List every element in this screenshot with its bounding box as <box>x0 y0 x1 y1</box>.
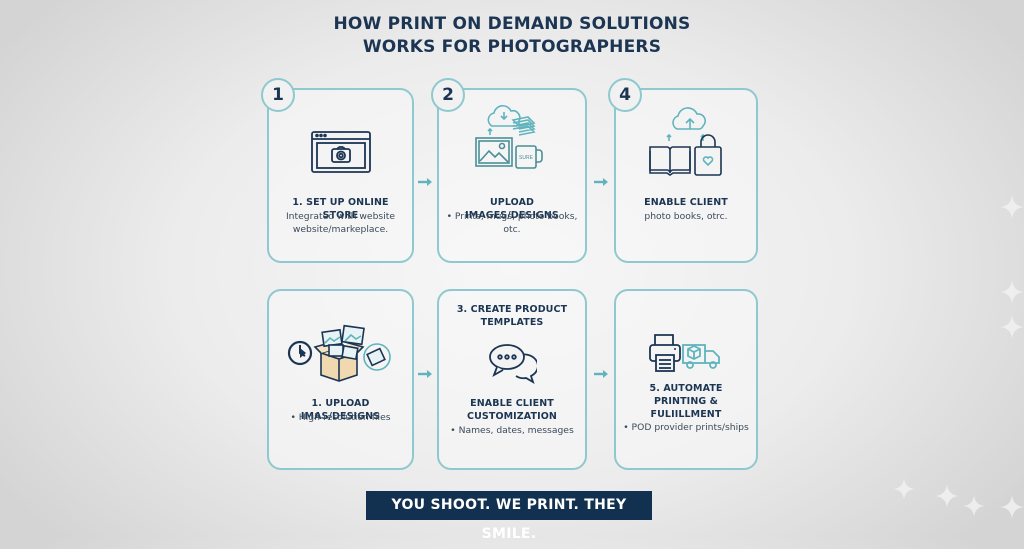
step-card-upload-files: 1. UPLOAD IMAS/DESIGNS • High-resolution… <box>267 289 414 470</box>
printer-truck-icon <box>616 331 756 373</box>
browser-camera-icon <box>269 130 412 174</box>
book-bag-cloud-icon <box>616 107 756 183</box>
title-line-1: HOW PRINT ON DEMAND SOLUTIONS <box>333 14 691 34</box>
step-heading-line-3: FULIILLMENT <box>650 409 722 420</box>
sparkle-icon <box>1000 315 1024 339</box>
step-heading: UPLOAD IMAGES/DESIGNS <box>465 197 559 221</box>
sparkle-icon <box>1000 495 1024 519</box>
upload-print-mug-icon: SURE <box>439 104 585 182</box>
arrow-right-icon <box>594 370 608 378</box>
step-top-heading-line-2: TEMPLATES <box>480 317 544 328</box>
step-card-upload-images: 2 SURE UPLOAD IMAGES/DESIGNS • Prints, m… <box>431 78 587 263</box>
step-top-heading-line-1: 3. CREATE PRODUCT <box>456 304 568 315</box>
chat-bubbles-icon <box>439 342 585 384</box>
step-description-line-1: • Prints, mugs, photo books, otc. <box>446 211 578 235</box>
step-heading-line-1: ENABLE CLIENT <box>470 398 554 409</box>
step-number-badge: 2 <box>431 78 465 112</box>
sparkle-icon <box>1000 195 1024 219</box>
step-heading: 1. SET UP ONLINE STORE <box>292 197 389 221</box>
step-heading: ENABLE CLIENT <box>644 197 728 208</box>
step-description-line-1: • High-resolution files <box>290 412 391 423</box>
step-description-line-1: Integrated with website <box>285 211 396 222</box>
step-description-line-2: website/markeplace. <box>292 224 389 235</box>
tagline-banner: YOU SHOOT. WE PRINT. THEY SMILE. <box>366 491 652 542</box>
arrow-right-icon <box>594 178 608 186</box>
step-heading-line-2: CUSTOMIZATION <box>467 411 557 422</box>
step-number-badge: 4 <box>608 78 642 112</box>
title-line-2: WORKS FOR PHOTOGRAPHERS <box>362 37 662 57</box>
step-heading: 1. UPLOAD IMAS/DESIGNS <box>300 398 381 422</box>
step-card-enable-client: 4 ENABLE CLIENT photo books, otrc. <box>608 78 758 263</box>
step-card-create-templates: 3. CREATE PRODUCT TEMPLATES ENABLE CLIEN… <box>437 289 587 470</box>
arrow-right-icon <box>418 178 432 186</box>
step-number-badge: 1 <box>261 78 295 112</box>
mug-label: SURE <box>519 155 534 161</box>
clock-box-photos-icon <box>269 323 412 383</box>
sparkle-icon <box>1000 280 1024 304</box>
step-description-line-1: photo books, otrc. <box>644 211 728 222</box>
sparkle-icon <box>935 484 959 508</box>
step-card-automate-fulfillment: 5. AUTOMATE PRINTING & FULIILLMENT • POD… <box>614 289 758 470</box>
page-title: HOW PRINT ON DEMAND SOLUTIONS WORKS FOR … <box>0 13 1024 59</box>
step-description-line-1: • Names, dates, messages <box>450 425 574 436</box>
step-heading-line-2: PRINTING & <box>653 396 719 407</box>
step-card-set-up-store: 1 1. SET UP ONLINE STORE Integrated with… <box>261 78 414 263</box>
sparkle-icon <box>893 478 915 500</box>
step-description-line-1: • POD provider prints/ships <box>623 422 749 433</box>
sparkle-icon <box>963 495 985 517</box>
arrow-right-icon <box>418 370 432 378</box>
step-heading-line-1: 5. AUTOMATE <box>649 383 723 394</box>
